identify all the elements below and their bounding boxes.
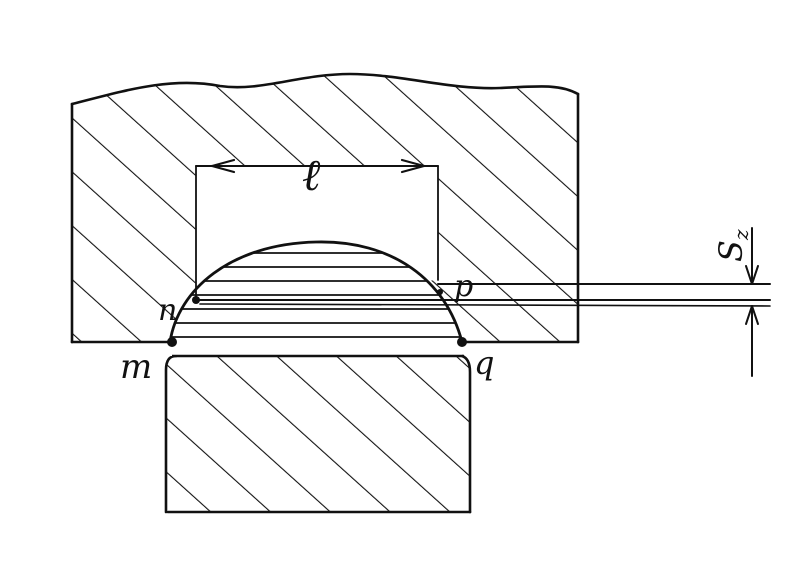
contact-points [167,289,467,347]
label-width: ℓ [302,150,321,201]
feed-reference-lines [199,227,771,377]
point-q-dot [457,337,467,347]
label-p: p [454,269,473,304]
label-n: n [158,293,177,328]
point-m-dot [167,337,177,347]
lower-body [164,354,472,514]
point-n-dot [192,296,200,304]
chip-region [168,240,464,358]
width-dimension [195,158,439,301]
label-q: q [474,344,494,382]
label-feed-subscript: z [729,229,753,241]
point-p-dot [437,289,443,295]
label-feed: S z [712,229,753,262]
label-feed-symbol: S [712,240,750,262]
label-m: m [120,347,152,387]
